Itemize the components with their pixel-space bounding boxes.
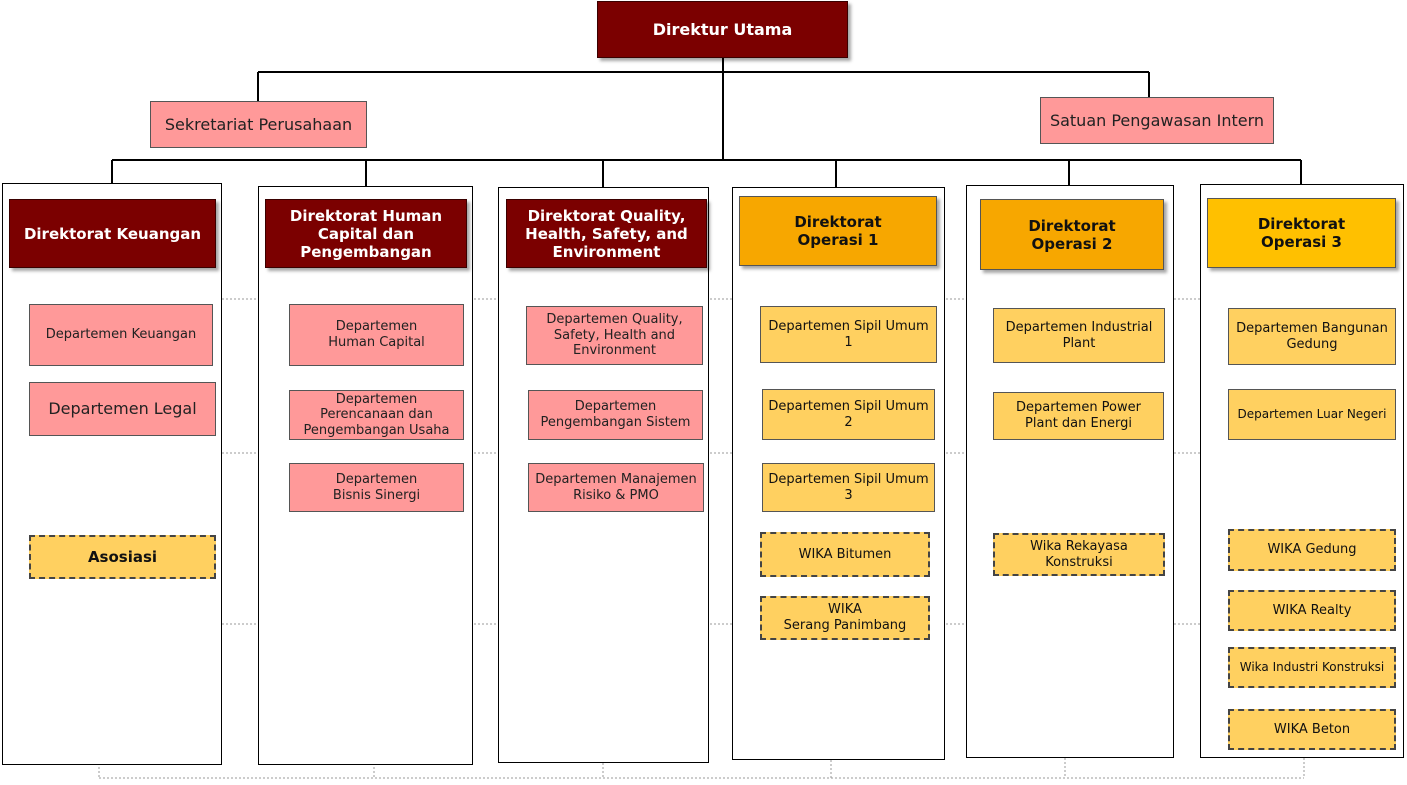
departemen-power-plant-box: Departemen Power Plant dan Energi [993, 392, 1164, 440]
direktorat-qhse-header: Direktorat Quality, Health, Safety, and … [506, 199, 707, 268]
departemen-human-capital-box: Departemen Human Capital [289, 304, 464, 366]
departemen-keuangan-box: Departemen Keuangan [29, 304, 213, 366]
direktorat-operasi-2-header: Direktorat Operasi 2 [980, 199, 1164, 270]
asosiasi-box: Asosiasi [29, 535, 216, 579]
departemen-sipil-umum-1-box: Departemen Sipil Umum 1 [760, 306, 937, 363]
departemen-industrial-plant-box: Departemen Industrial Plant [993, 308, 1165, 363]
wika-bitumen-box: WIKA Bitumen [760, 532, 930, 577]
direktorat-operasi-1-header: Direktorat Operasi 1 [739, 196, 937, 266]
direktorat-human-capital-header: Direktorat Human Capital dan Pengembanga… [265, 199, 467, 268]
wika-industri-konstruksi-box: Wika Industri Konstruksi [1228, 647, 1396, 688]
departemen-quality-box: Departemen Quality, Safety, Health and E… [526, 306, 703, 365]
direktorat-operasi-3-header: Direktorat Operasi 3 [1207, 198, 1396, 268]
departemen-pengembangan-sistem-box: Departemen Pengembangan Sistem [528, 390, 703, 440]
departemen-luar-negeri-box: Departemen Luar Negeri [1228, 389, 1396, 440]
wika-gedung-box: WIKA Gedung [1228, 529, 1396, 571]
column-operasi-2 [966, 185, 1174, 758]
wika-rekayasa-konstruksi-box: Wika Rekayasa Konstruksi [993, 533, 1165, 576]
departemen-sipil-umum-3-box: Departemen Sipil Umum 3 [762, 463, 935, 512]
departemen-bangunan-gedung-box: Departemen Bangunan Gedung [1228, 308, 1396, 365]
departemen-legal-box: Departemen Legal [29, 382, 216, 436]
column-keuangan [2, 183, 222, 765]
direktorat-keuangan-header: Direktorat Keuangan [9, 199, 216, 268]
wika-serang-panimbang-box: WIKA Serang Panimbang [760, 596, 930, 640]
departemen-perencanaan-box: Departemen Perencanaan dan Pengembangan … [289, 390, 464, 440]
wika-realty-box: WIKA Realty [1228, 590, 1396, 631]
direktur-utama-box: Direktur Utama [597, 1, 848, 58]
departemen-manajemen-risiko-box: Departemen Manajemen Risiko & PMO [528, 463, 704, 512]
departemen-sipil-umum-2-box: Departemen Sipil Umum 2 [762, 389, 935, 440]
departemen-bisnis-sinergi-box: Departemen Bisnis Sinergi [289, 463, 464, 512]
sekretariat-perusahaan-box: Sekretariat Perusahaan [150, 101, 367, 148]
satuan-pengawasan-intern-box: Satuan Pengawasan Intern [1040, 97, 1274, 144]
wika-beton-box: WIKA Beton [1228, 709, 1396, 750]
